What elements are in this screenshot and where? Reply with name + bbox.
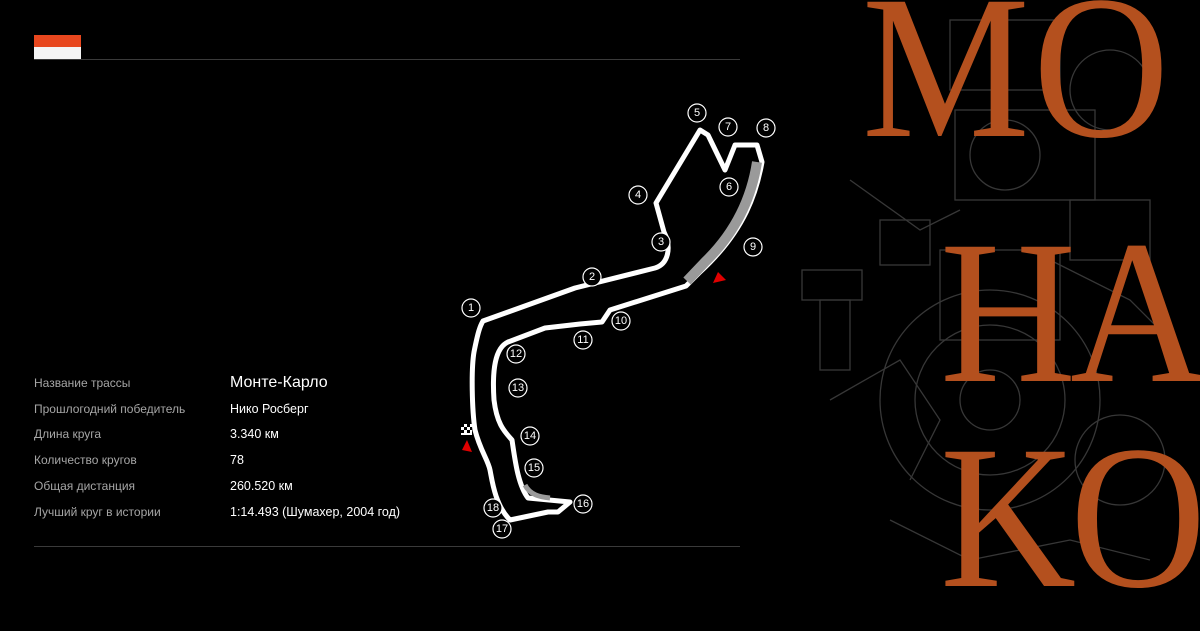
- info-value: 78: [230, 453, 244, 468]
- info-row-lap-record: Лучший круг в истории 1:14.493 (Шумахер,…: [34, 499, 419, 525]
- header-art: M O H A K O: [790, 0, 1200, 620]
- turn-marker-18: 18: [483, 498, 503, 518]
- turn-marker-4: 4: [628, 185, 648, 205]
- title-letter-o: O: [1033, 0, 1170, 181]
- circuit-info-table: Название трассы Монте-Карло Прошлогодний…: [34, 370, 419, 525]
- turn-label: 17: [496, 523, 508, 535]
- title-letter-m: M: [862, 0, 1030, 181]
- flag-white-stripe: [34, 47, 81, 59]
- flag-red-stripe: [34, 35, 81, 47]
- turn-marker-15: 15: [524, 458, 544, 478]
- turn-label: 10: [615, 315, 627, 327]
- turn-label: 1: [468, 302, 474, 314]
- turn-label: 6: [726, 181, 732, 193]
- sector-marker-icon: [713, 272, 726, 283]
- title-letter-a: A: [1070, 199, 1200, 426]
- turn-marker-12: 12: [506, 344, 526, 364]
- turn-label: 13: [512, 382, 524, 394]
- turn-marker-16: 16: [573, 494, 593, 514]
- info-row-distance: Общая дистанция 260.520 км: [34, 473, 419, 499]
- info-row-laps: Количество кругов 78: [34, 447, 419, 473]
- info-value: 3.340 км: [230, 427, 279, 442]
- turn-marker-11: 11: [573, 330, 593, 350]
- info-value: 1:14.493 (Шумахер, 2004 год): [230, 504, 401, 519]
- turn-marker-5: 5: [687, 103, 707, 123]
- turn-marker-10: 10: [611, 311, 631, 331]
- engine-drawing-illustration: [801, 19, 1171, 561]
- title-letter-k: K: [940, 404, 1077, 631]
- turn-marker-3: 3: [651, 232, 671, 252]
- pit-lane: [683, 161, 762, 285]
- turn-label: 8: [763, 122, 769, 134]
- turn-marker-17: 17: [492, 519, 512, 539]
- turn-label: 15: [528, 462, 540, 474]
- turn-label: 5: [694, 107, 700, 119]
- info-value: Нико Росберг: [230, 401, 309, 416]
- info-row-lap-length: Длина круга 3.340 км: [34, 422, 419, 448]
- turn-marker-13: 13: [508, 378, 528, 398]
- turn-label: 7: [725, 121, 731, 133]
- turn-marker-9: 9: [743, 237, 763, 257]
- turn-marker-14: 14: [520, 426, 540, 446]
- turn-marker-6: 6: [719, 177, 739, 197]
- title-letter-h: H: [940, 199, 1077, 426]
- turn-marker-8: 8: [756, 118, 776, 138]
- turn-label: 14: [524, 430, 536, 442]
- info-row-name: Название трассы Монте-Карло: [34, 370, 419, 396]
- turn-label: 2: [589, 271, 595, 283]
- start-marker-icon: [462, 440, 472, 452]
- top-divider: [34, 59, 740, 60]
- turn-label: 16: [577, 498, 589, 510]
- info-label: Количество кругов: [34, 453, 137, 468]
- turn-label: 12: [510, 348, 522, 360]
- monaco-flag-icon: [34, 35, 81, 59]
- turn-label: 9: [750, 241, 756, 253]
- bottom-divider: [34, 546, 740, 547]
- turn-marker-7: 7: [718, 117, 738, 137]
- info-value: 260.520 км: [230, 479, 293, 494]
- info-label: Общая дистанция: [34, 479, 136, 494]
- track-outline: [469, 127, 765, 523]
- turn-label: 11: [577, 334, 588, 346]
- turn-label: 3: [658, 236, 664, 248]
- turn-label: 4: [635, 189, 641, 201]
- turn-marker-2: 2: [582, 267, 602, 287]
- info-label: Длина круга: [34, 427, 102, 442]
- turn-marker-1: 1: [461, 298, 481, 318]
- title-letter-o2: O: [1070, 404, 1200, 631]
- turn-label: 18: [487, 502, 499, 514]
- pit-lane-lower: [522, 483, 551, 501]
- info-row-winner: Прошлогодний победитель Нико Росберг: [34, 396, 419, 422]
- info-label: Прошлогодний победитель: [34, 401, 186, 416]
- info-label: Лучший круг в истории: [34, 504, 161, 519]
- info-value: Монте-Карло: [230, 373, 328, 391]
- info-label: Название трассы: [34, 375, 131, 390]
